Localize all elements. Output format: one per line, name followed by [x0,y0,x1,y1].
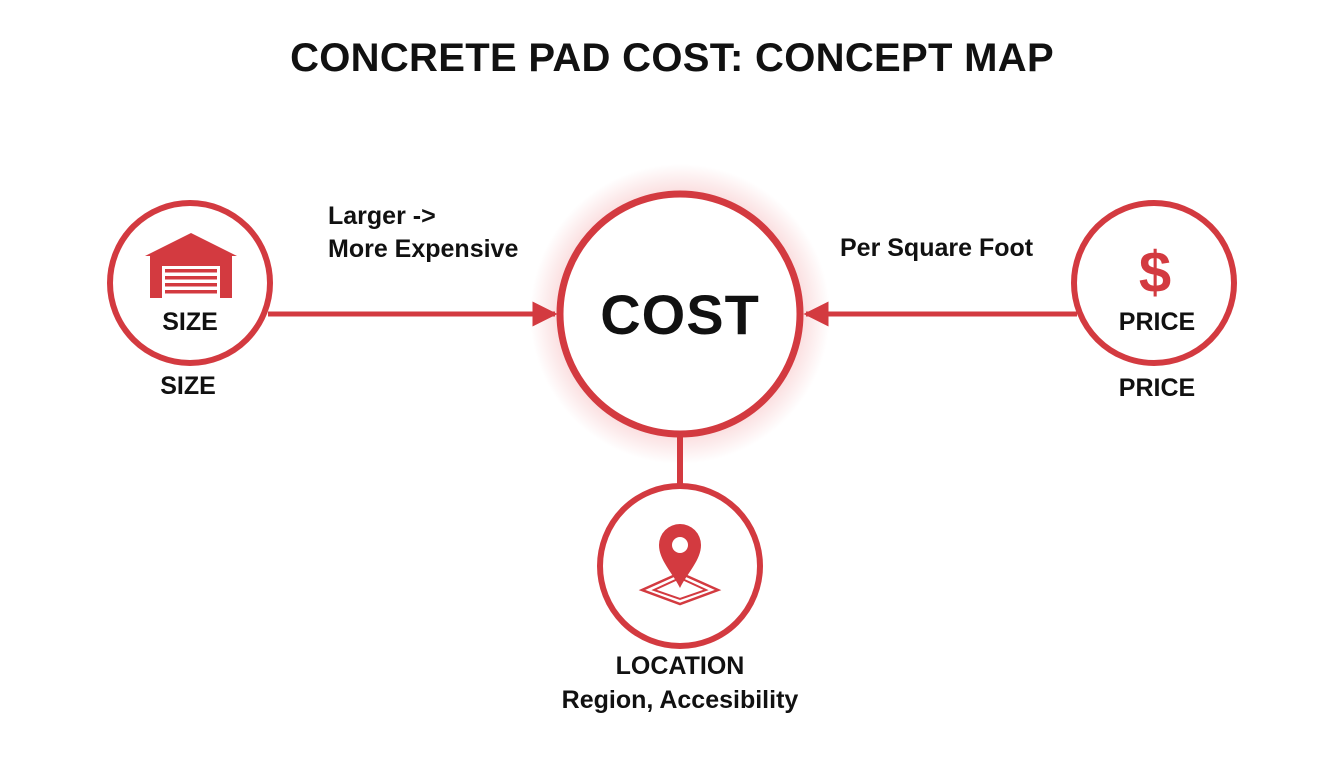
cost-node [556,190,804,438]
size-edge-label-line2: More Expensive [328,235,519,263]
dollar-icon: $ [1139,240,1171,305]
garage-icon [145,233,237,298]
price-inner-label: PRICE [1118,308,1196,336]
cost-label: COST [600,283,760,346]
location-title: LOCATION [615,652,745,680]
size-edge-label-line1: Larger -> [328,202,436,230]
svg-text:$: $ [1139,240,1171,305]
size-inner-label: SIZE [162,308,218,336]
size-edge-label: Larger -> More Expensive [328,200,518,266]
page-title: CONCRETE PAD COST: CONCEPT MAP [290,36,1054,80]
location-subtitle: Region, Accesibility [561,686,799,714]
price-edge-label: Per Square Foot [840,234,1034,262]
size-outer-label: SIZE [160,372,216,400]
price-node [1071,200,1237,366]
price-outer-label: PRICE [1118,374,1196,402]
map-pin-icon [638,524,722,606]
